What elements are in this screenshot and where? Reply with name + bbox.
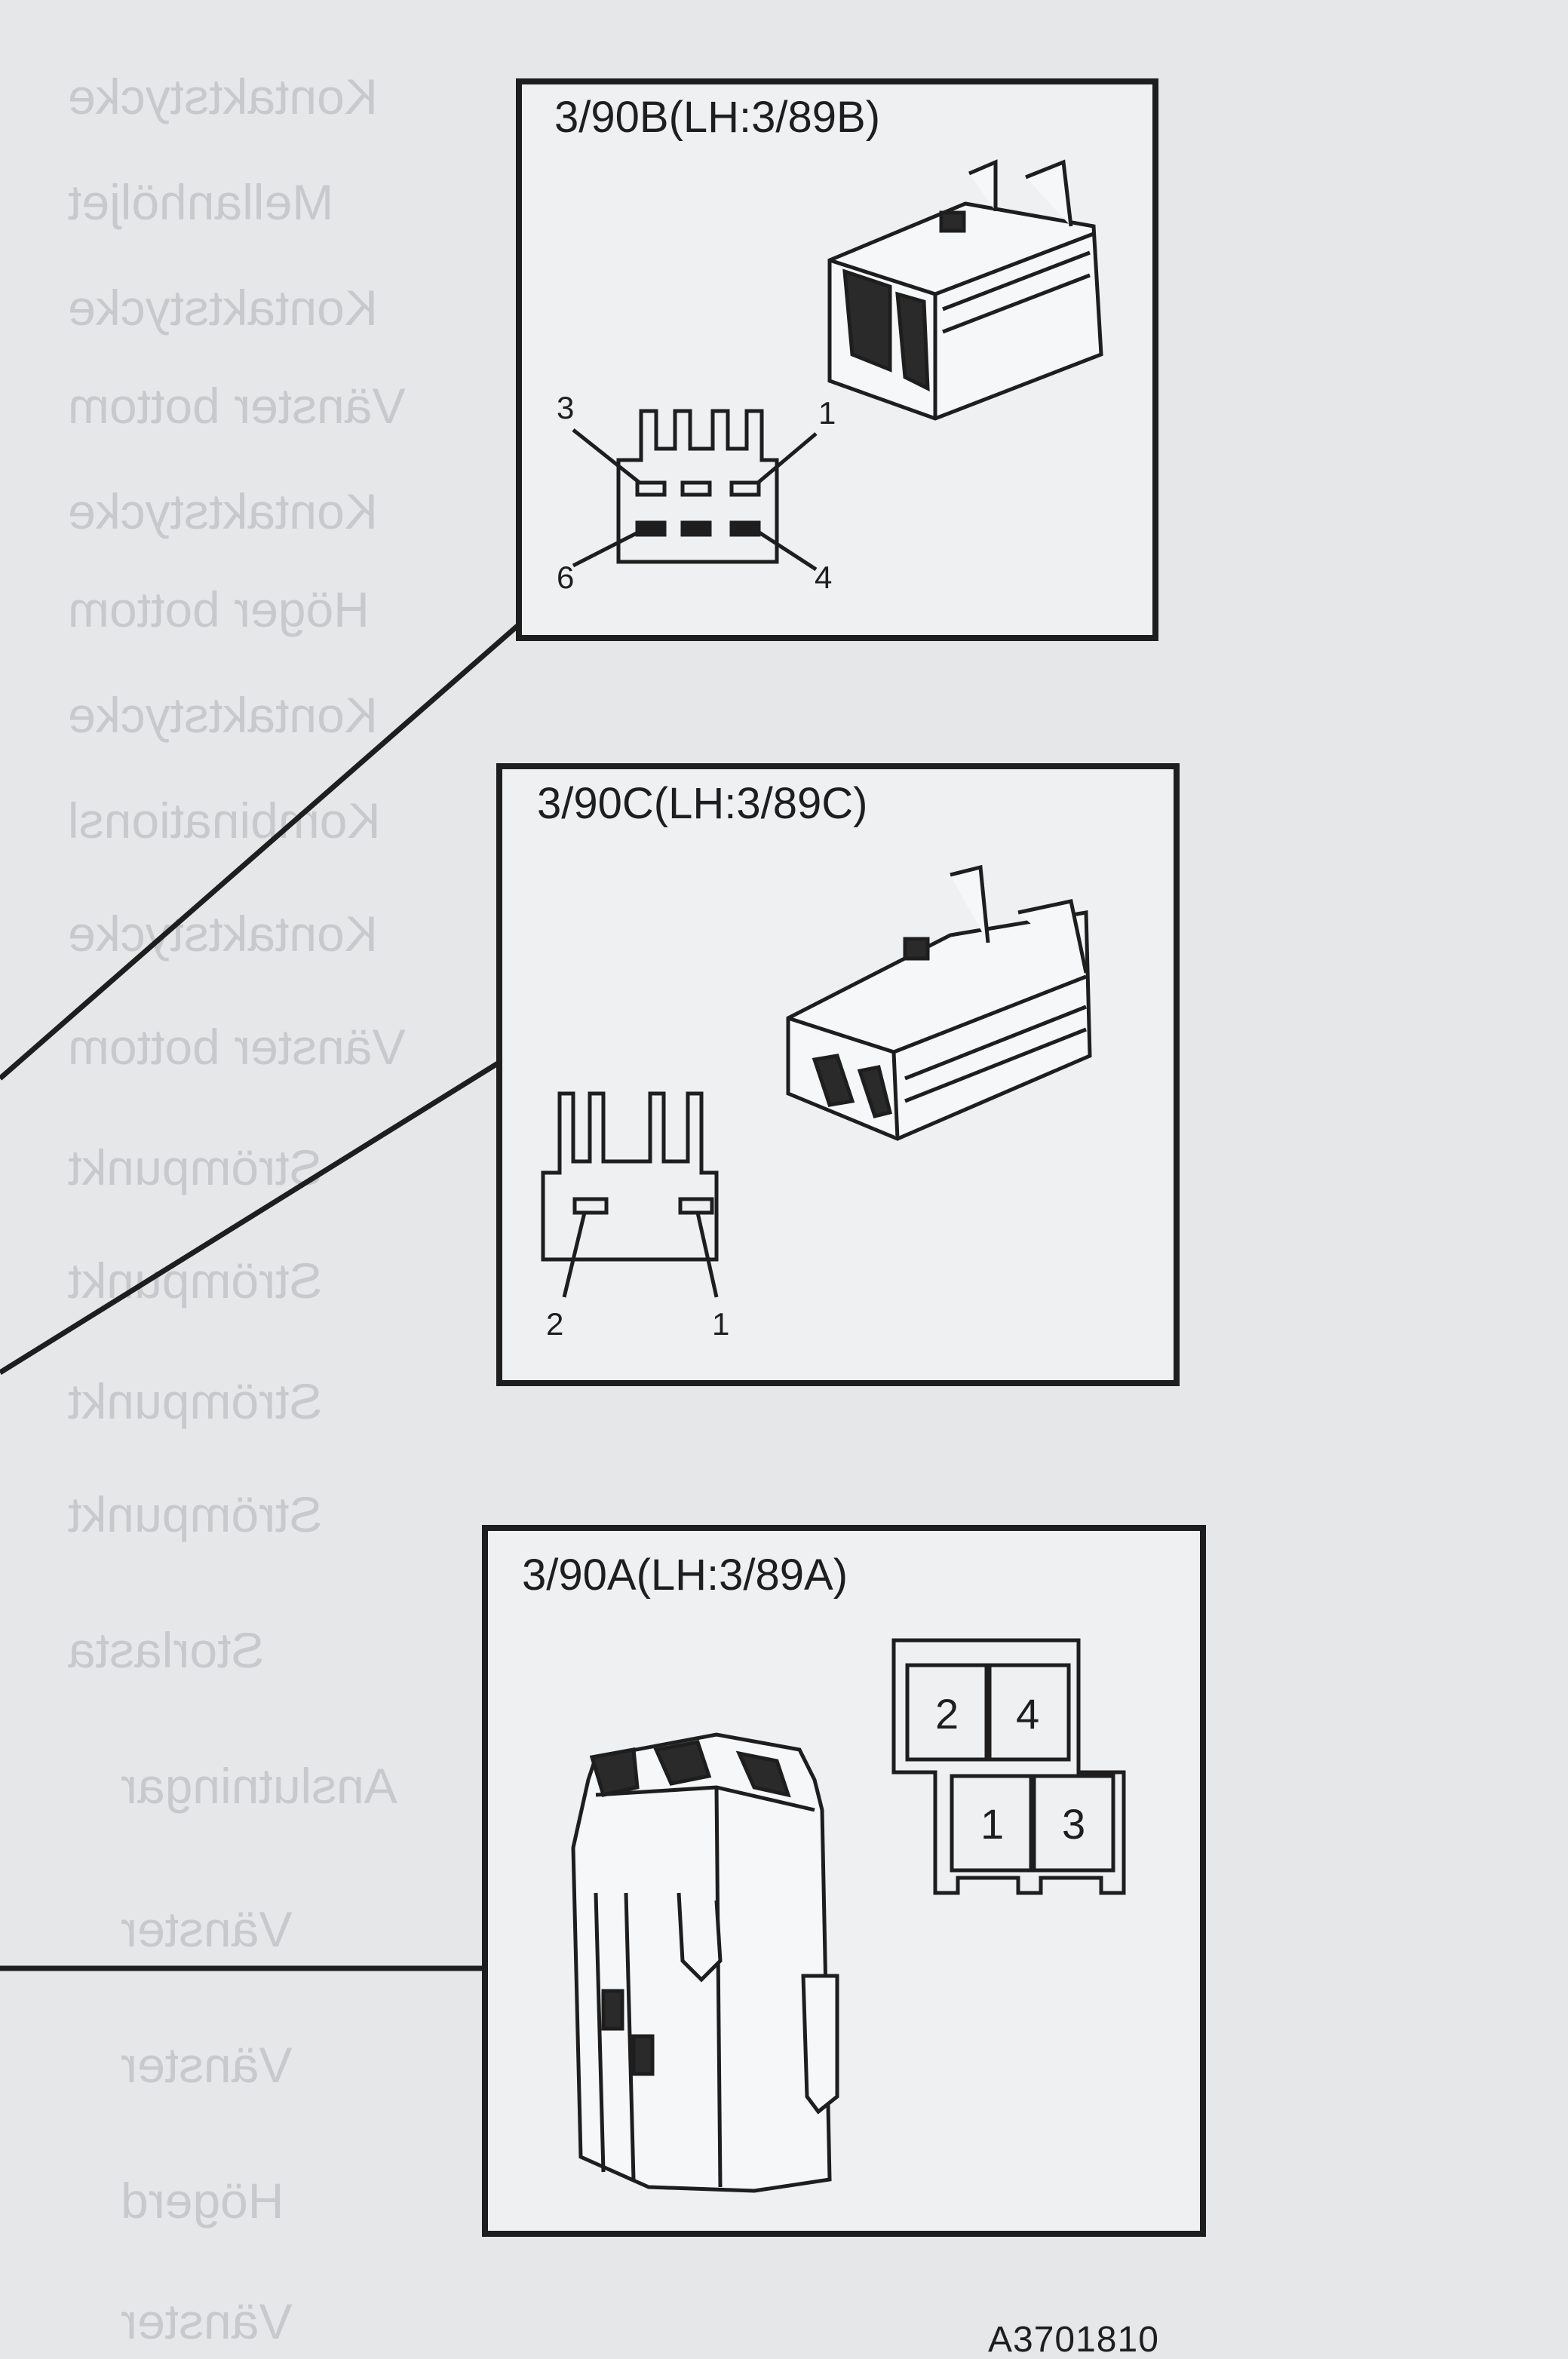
cavity-face-view: [891, 1638, 1126, 1895]
connector-panel-3-90a: 3/90A(LH:3/89A): [482, 1525, 1206, 2237]
panel-frame: [496, 763, 1180, 1386]
pin-face-view: [572, 409, 818, 572]
cavity-label-3: 3: [1062, 1800, 1085, 1848]
cavity-label-1: 1: [980, 1800, 1004, 1848]
pin-label-2: 2: [546, 1306, 563, 1342]
pin-label-6: 6: [557, 560, 574, 595]
pin-label-1: 1: [818, 395, 836, 431]
panel-title: 3/90C(LH:3/89C): [537, 779, 867, 828]
figure-reference-code: A3701810: [988, 2320, 1159, 2359]
connector-3d-drawing: [786, 864, 1092, 1141]
panel-title: 3/90A(LH:3/89A): [522, 1551, 848, 1600]
panel-title: 3/90B(LH:3/89B): [554, 93, 880, 142]
connector-3d-drawing: [571, 1732, 839, 2193]
pin-label-3: 3: [557, 390, 574, 425]
cavity-label-2: 2: [935, 1690, 959, 1738]
pin-label-1: 1: [712, 1306, 729, 1342]
pin-label-4: 4: [815, 560, 832, 595]
pin-face-view: [541, 1091, 719, 1298]
leader-line-3-90b: [0, 624, 520, 1081]
connector-panel-3-90b: 3/90B(LH:3/89B): [516, 78, 1158, 641]
connector-panel-3-90c: 3/90C(LH:3/89C): [496, 763, 1180, 1386]
leader-lines: [0, 624, 520, 1971]
cavity-label-4: 4: [1016, 1690, 1039, 1738]
leader-line-3-90c: [0, 1061, 499, 1375]
connector-3d-drawing: [827, 159, 1103, 421]
